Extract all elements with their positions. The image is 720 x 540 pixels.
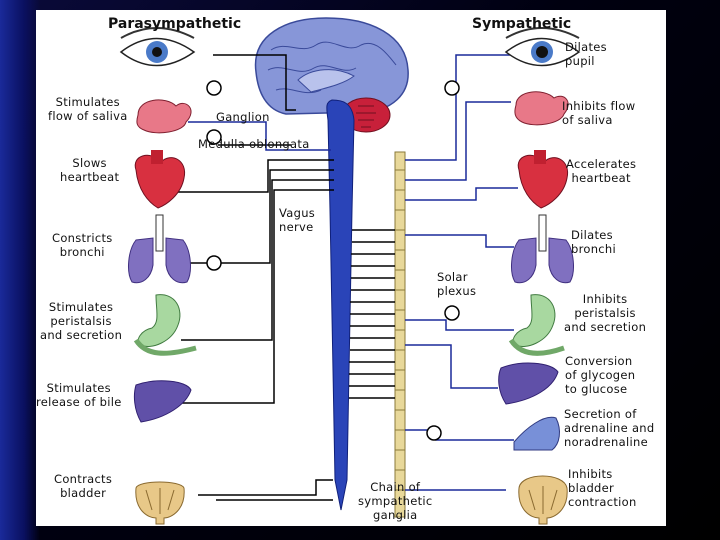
para-effect-bladder: Contracts bladder <box>54 472 113 500</box>
para-effect-stomach: Stimulates peristalsis and secretion <box>40 300 123 342</box>
parasympathetic-header: Parasympathetic <box>108 16 242 32</box>
sympathetic-chain <box>394 151 406 518</box>
sympathetic-ganglia <box>426 80 460 441</box>
left-stomach <box>133 294 197 356</box>
para-effect-liver: Stimulates release of bile <box>36 381 122 409</box>
vagus-nerve-label: Vagus nerve <box>279 206 316 234</box>
right-adrenal-gland <box>513 416 560 451</box>
left-eye <box>119 27 196 67</box>
sympathetic-nerves <box>405 54 518 491</box>
sympathetic-chain-label: Chain of sympathetic ganglia <box>358 480 433 522</box>
para-effect-saliva: Stimulates flow of saliva <box>48 95 128 123</box>
sympathetic-header: Sympathetic <box>472 16 572 32</box>
right-lungs <box>511 214 574 284</box>
symp-effect-eye: Dilates pupil <box>565 40 607 68</box>
nervous-system-diagram <box>119 17 581 525</box>
left-bladder <box>135 481 185 525</box>
right-stomach <box>508 294 565 356</box>
parasympathetic-ganglia <box>206 80 222 271</box>
cord-to-chain-connectors <box>349 229 395 399</box>
parasympathetic-nerves <box>178 54 334 501</box>
brain <box>254 17 409 115</box>
symp-effect-adrenal: Secretion of adrenaline and noradrenalin… <box>564 407 655 449</box>
right-salivary-gland <box>514 91 569 126</box>
diagram-panel: Parasympathetic Sympathetic Ganglion Med… <box>36 10 666 526</box>
left-lungs <box>128 214 191 284</box>
symp-effect-liver: Conversion of glycogen to glucose <box>565 354 636 396</box>
symp-effect-saliva: Inhibits flow of saliva <box>562 99 636 127</box>
slide-background-accent <box>0 0 40 540</box>
right-eye <box>504 27 581 67</box>
symp-effect-lungs: Dilates bronchi <box>571 228 617 256</box>
medulla-oblongata-label: Medulla oblongata <box>198 137 310 151</box>
spinal-cord <box>326 99 355 511</box>
right-heart <box>517 150 569 209</box>
symp-effect-bladder: Inhibits bladder contraction <box>568 467 637 509</box>
left-salivary-gland <box>136 99 192 134</box>
para-effect-heart: Slows heartbeat <box>60 156 120 184</box>
right-bladder <box>518 475 568 525</box>
left-liver <box>133 380 192 423</box>
right-liver <box>498 362 559 405</box>
symp-effect-stomach: Inhibits peristalsis and secretion <box>564 292 647 334</box>
symp-effect-heart: Accelerates heartbeat <box>566 157 637 185</box>
left-heart <box>134 150 186 209</box>
solar-plexus-label: Solar plexus <box>437 270 477 298</box>
para-effect-lungs: Constricts bronchi <box>52 231 113 259</box>
ganglion-label: Ganglion <box>216 110 270 124</box>
